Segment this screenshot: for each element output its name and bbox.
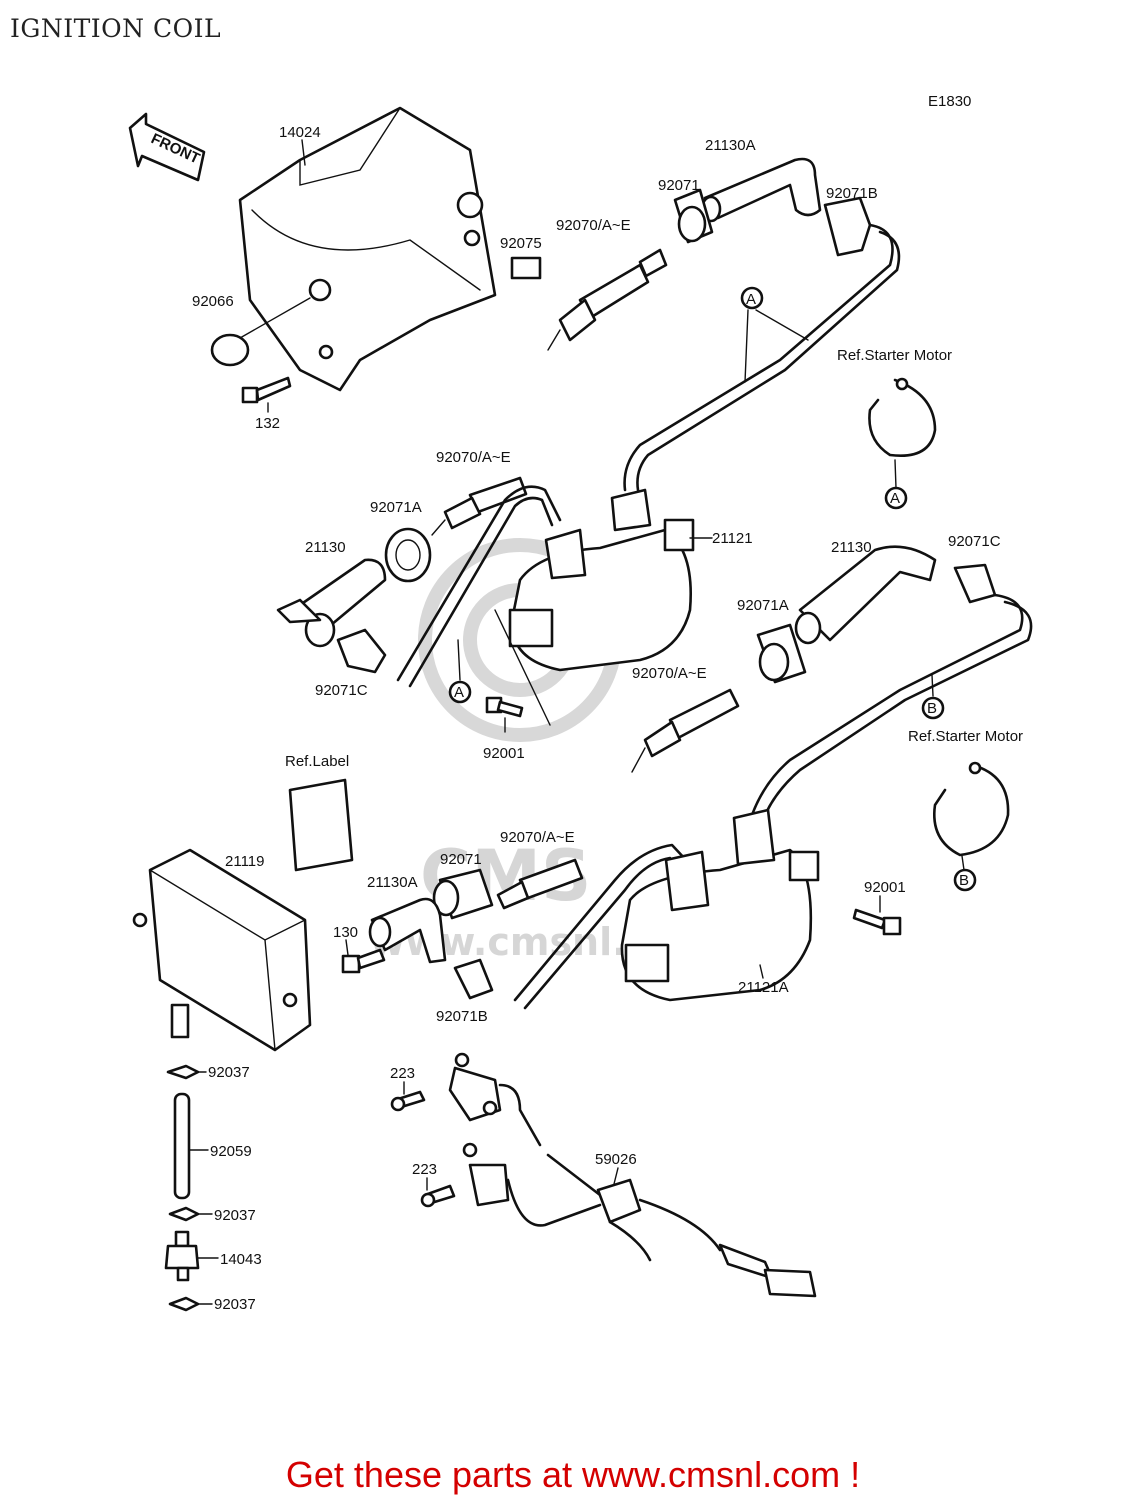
igniter-21119: [132, 848, 312, 1052]
callout-92071B-top: 92071B: [826, 185, 878, 202]
callout-21130A-low: 21130A: [367, 874, 418, 891]
front-direction-arrow: FRONT: [128, 112, 206, 182]
plug-cap-21130A-top: [700, 157, 822, 223]
footer-shop-link[interactable]: Get these parts at www.cmsnl.com !: [285, 1454, 861, 1495]
callout-92071C-left: 92071C: [315, 682, 368, 699]
plug-cap-21130-right: [794, 545, 937, 645]
callout-21119: 21119: [225, 853, 265, 870]
callout-92059: 92059: [210, 1143, 252, 1160]
ignition-coil-21121A: [620, 808, 820, 1002]
callout-92071-low: 92071: [440, 851, 482, 868]
ref-b-right: [921, 696, 945, 720]
callout-92070-low: 92070/A~E: [500, 829, 575, 846]
callout-92001-low: 92001: [864, 879, 906, 896]
callout-21121: 21121: [712, 530, 753, 547]
ref-starter-motor-2: Ref.Starter Motor: [908, 728, 1023, 745]
callout-21130-right: 21130: [831, 539, 872, 556]
pad-92075: [510, 256, 542, 280]
seal-92071A-right: [756, 623, 807, 684]
page-title: IGNITION COIL: [10, 14, 222, 43]
spark-plug-right: [631, 688, 740, 773]
callout-14024: 14024: [279, 124, 321, 141]
seal-92071B-low: [453, 958, 494, 1000]
hose-92059: [173, 1092, 191, 1200]
plug-cap-21130A-low: [368, 897, 447, 964]
lead-wire-top: [623, 223, 894, 492]
svg-text:B: B: [959, 872, 969, 889]
svg-text:A: A: [890, 490, 900, 507]
spark-plug-left: [431, 476, 528, 536]
callout-14043: 14043: [220, 1251, 262, 1268]
ignition-coil-cover: [238, 106, 497, 392]
seal-92071-top: [673, 188, 714, 244]
svg-text:B: B: [927, 700, 937, 717]
exploded-parts-diagram: CMS www.cmsnl.com E1830 FRONT 14024 9207…: [128, 93, 1033, 1313]
clamp-band-a: [868, 377, 937, 457]
ref-a-band: [884, 486, 908, 510]
callout-92037-a: 92037: [208, 1064, 250, 1081]
ref-a-top: [740, 286, 764, 310]
ref-a-left: [448, 680, 472, 704]
screw-223-a: [390, 1090, 426, 1112]
ref-starter-motor-1: Ref.Starter Motor: [837, 347, 952, 364]
lead-wire-right: [743, 593, 1024, 842]
callout-130: 130: [333, 924, 358, 941]
bolt-92001-low: [852, 908, 902, 936]
screw-130: [341, 948, 386, 974]
callout-132: 132: [255, 415, 280, 432]
callout-59026: 59026: [595, 1151, 637, 1168]
svg-text:A: A: [454, 684, 464, 701]
bolt-92001-mid: [485, 696, 524, 718]
callout-92071B-low: 92071B: [436, 1008, 488, 1025]
callout-92071A-right: 92071A: [737, 597, 789, 614]
seal-92071B-top: [823, 196, 872, 257]
callout-92066: 92066: [192, 293, 234, 310]
callout-92037-b: 92037: [214, 1207, 256, 1224]
screw-223-b: [420, 1184, 456, 1208]
valve-14043: [164, 1230, 200, 1282]
callout-92001-mid: 92001: [483, 745, 525, 762]
lead-wire-left: [396, 485, 562, 682]
callout-92075: 92075: [500, 235, 542, 252]
callout-92070-left: 92070/A~E: [436, 449, 511, 466]
callout-92070-right: 92070/A~E: [632, 665, 707, 682]
seal-92071C-right: [953, 563, 997, 604]
seal-92071-low: [432, 868, 494, 920]
plug-cap-21130-left: [276, 558, 387, 648]
clamp-92037-c: [168, 1296, 200, 1312]
spark-plug-top: [547, 248, 668, 351]
callout-92071-top: 92071: [658, 177, 700, 194]
ref-label-text: Ref.Label: [285, 753, 349, 770]
seal-92071A-left: [384, 527, 432, 583]
callout-92037-c: 92037: [214, 1296, 256, 1313]
clamp-band-b: [933, 761, 1010, 857]
ref-label-sheet: [288, 778, 354, 872]
callout-92070-top: 92070/A~E: [556, 217, 631, 234]
bolt-132: [241, 376, 292, 404]
cap-92066: [210, 333, 250, 367]
wire-harness-59026: [448, 1052, 817, 1298]
svg-text:A: A: [746, 291, 756, 308]
clamp-92037-b: [168, 1206, 200, 1222]
ref-b-band: [953, 868, 977, 892]
callout-92071A-left: 92071A: [370, 499, 422, 516]
seal-92071C-left: [336, 628, 387, 674]
clamp-92037-a: [166, 1064, 200, 1080]
callout-92071C-right: 92071C: [948, 533, 1001, 550]
callout-21130-left: 21130: [305, 539, 346, 556]
ignition-coil-21121: [508, 488, 695, 672]
lead-wire-low: [513, 843, 688, 1002]
spark-plug-low: [496, 858, 584, 910]
diagram-code: E1830: [928, 93, 971, 110]
callout-223-a: 223: [390, 1065, 415, 1082]
callout-21130A-top: 21130A: [705, 137, 756, 154]
callout-223-b: 223: [412, 1161, 437, 1178]
callout-21121A: 21121A: [738, 979, 789, 996]
